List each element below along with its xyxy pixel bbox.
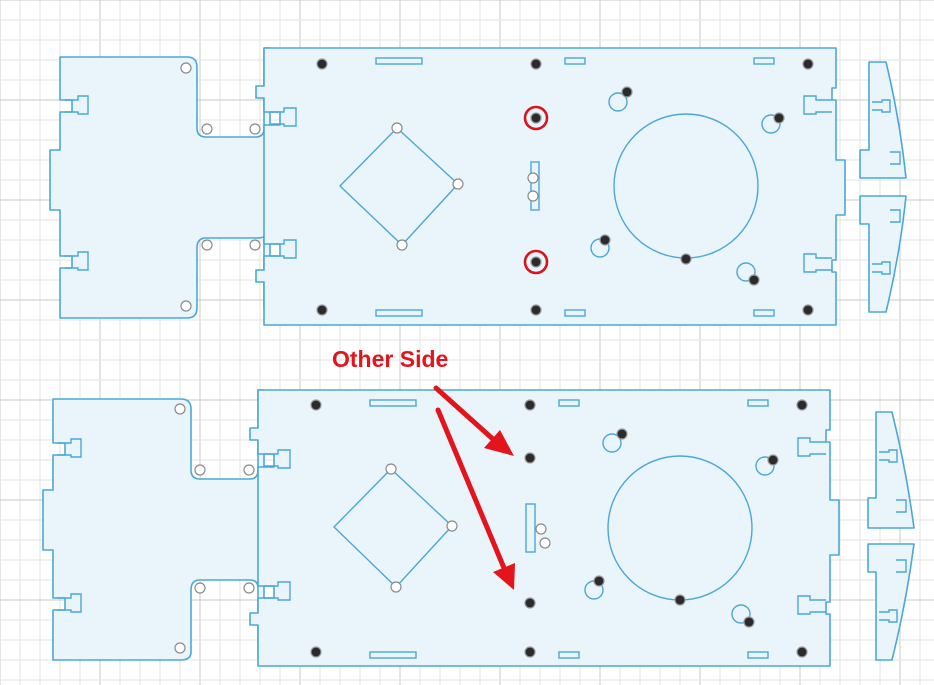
slot: [753, 57, 775, 65]
annotation-label: Other Side: [332, 346, 448, 372]
tab-notch: [896, 559, 907, 573]
tab-notch: [890, 151, 901, 165]
arc-cutout: [608, 92, 628, 112]
tab-notch: [57, 438, 82, 458]
side-bumper-top: [867, 411, 915, 529]
highlight-ring: [523, 249, 549, 275]
slot: [558, 399, 580, 407]
tab-notch: [879, 449, 898, 463]
arc-cutout: [736, 262, 756, 282]
side-bumper-bottom: [867, 543, 915, 661]
bottom-layout-other-side: [42, 389, 915, 667]
tab-notch: [797, 595, 826, 615]
slot: [564, 57, 586, 65]
top-layout: [49, 47, 907, 326]
tab-notch: [803, 95, 832, 115]
tab-notch: [64, 251, 89, 271]
side-bumper-bottom: [859, 195, 907, 313]
left-h-piece: [42, 389, 265, 661]
slot: [564, 309, 586, 317]
tab-notch: [797, 437, 826, 457]
arrow-head: [493, 563, 515, 590]
tab-notch: [264, 449, 291, 469]
highlight-ring: [523, 105, 549, 131]
tab-notch: [872, 261, 891, 275]
slot: [753, 309, 775, 317]
slot: [747, 651, 769, 659]
tab-notch: [264, 581, 291, 601]
side-bumper-top: [859, 61, 907, 179]
arrow-shaft: [433, 385, 497, 443]
open-holes: [174, 403, 551, 654]
arrow-head: [484, 430, 514, 456]
tab-notch: [872, 99, 891, 113]
tab-notch: [803, 253, 832, 273]
center-slot: [530, 161, 540, 211]
other-side-annotation: Other Side: [332, 346, 515, 590]
tab-notch: [270, 107, 297, 127]
slot: [369, 399, 417, 407]
arc-cutout: [755, 456, 775, 476]
slot: [375, 309, 423, 317]
arc-cutout: [761, 114, 781, 134]
tab-notch: [879, 609, 898, 623]
tab-notch: [890, 209, 901, 223]
tab-notch: [57, 593, 82, 613]
center-slot: [525, 503, 536, 553]
arc-cutout: [602, 433, 622, 453]
left-h-piece: [49, 47, 271, 319]
arrow-shaft: [435, 407, 507, 571]
mounting-holes: [316, 58, 814, 316]
slot: [369, 651, 417, 659]
open-holes: [180, 62, 539, 312]
tab-notch: [64, 95, 89, 115]
main-body-panel: [255, 47, 846, 326]
slot: [558, 651, 580, 659]
arc-cutout: [731, 604, 751, 624]
slot: [375, 57, 423, 65]
tab-notch: [896, 499, 907, 513]
tab-notch: [270, 239, 297, 259]
slot: [747, 399, 769, 407]
mounting-holes: [310, 399, 808, 658]
